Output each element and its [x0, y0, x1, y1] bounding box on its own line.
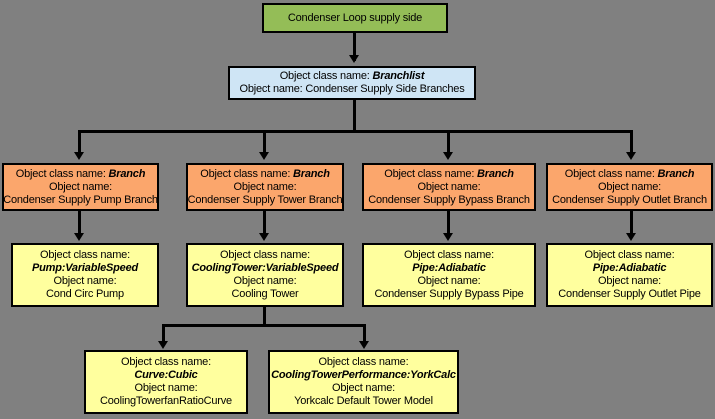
component-1-class-label: Object class name: — [40, 249, 130, 261]
subcomponent-1-name-label: Object name: — [134, 382, 198, 394]
edge-bus-drop-branch-1 — [78, 130, 81, 156]
node-branchlist[interactable]: Object class name: Branchlist Object nam… — [228, 66, 476, 100]
branch-2-class-name: Branch — [293, 167, 330, 180]
component-1-name-label: Object name: — [53, 275, 117, 287]
branch-1-object-name: Condenser Supply Pump Branch — [3, 193, 158, 206]
component-4-object-name: Condenser Supply Outlet Pipe — [558, 288, 701, 300]
node-component-pump[interactable]: Object class name: Pump:VariableSpeed Ob… — [11, 243, 159, 307]
subcomponent-2-class-label: Object class name: — [318, 356, 409, 368]
edge-branch-4-to-component-4 — [630, 211, 633, 235]
branch-3-name-label: Object name: — [417, 180, 481, 193]
branch-4-object-name: Condenser Supply Outlet Branch — [552, 193, 707, 206]
edge-subcomponent-bus — [162, 324, 366, 327]
branchlist-name-label: Object name: — [239, 83, 303, 95]
subcomponent-1-object-name: CoolingTowerfanRatioCurve — [100, 395, 232, 407]
branch-2-object-name: Condenser Supply Tower Branch — [187, 193, 343, 206]
branch-4-class-label: Object class name: — [564, 167, 655, 180]
branch-1-name-label: Object name: — [48, 180, 113, 193]
node-subcomponent-yorkcalc[interactable]: Object class name: CoolingTowerPerforman… — [268, 350, 459, 414]
node-component-outlet-pipe[interactable]: Object class name: Pipe:Adiabatic Object… — [546, 243, 713, 307]
arrowhead-branchlist — [349, 55, 359, 63]
edge-branch-bus — [78, 130, 633, 133]
edge-root-to-branchlist — [353, 33, 356, 61]
edge-bus-drop-subcomponent-1 — [162, 324, 165, 342]
subcomponent-2-name-label: Object name: — [331, 382, 396, 394]
subcomponent-1-class-label: Object class name: — [121, 356, 211, 368]
branchlist-name-line: Object name: Condenser Supply Side Branc… — [240, 83, 465, 96]
arrowhead-branch-1 — [74, 152, 84, 160]
component-2-class-name: CoolingTower:VariableSpeed — [191, 262, 339, 274]
component-2-class-label: Object class name: — [220, 249, 310, 261]
branchlist-class-line: Object class name: Branchlist — [280, 70, 425, 83]
branchlist-class-label: Object class name: — [279, 70, 370, 82]
subcomponent-1-class-name: Curve:Cubic — [134, 369, 198, 381]
node-subcomponent-fan-ratio-curve[interactable]: Object class name: Curve:Cubic Object na… — [84, 350, 248, 414]
node-condenser-loop-supply-side[interactable]: Condenser Loop supply side — [262, 3, 448, 33]
branch-3-class-line: Object class name: Branch — [384, 168, 514, 181]
edge-bus-drop-branch-2 — [263, 130, 266, 156]
branchlist-class-name: Branchlist — [372, 70, 425, 82]
branchlist-object-name: Condenser Supply Side Branches — [305, 83, 465, 95]
edge-cooling-tower-stem — [263, 307, 266, 324]
arrowhead-component-2 — [259, 233, 269, 241]
edge-branch-3-to-component-3 — [447, 211, 450, 235]
node-branch-2[interactable]: Object class name: Branch Object name: C… — [186, 163, 344, 211]
component-3-name-label: Object name: — [417, 275, 481, 287]
component-3-object-name: Condenser Supply Bypass Pipe — [374, 288, 524, 300]
edge-branchlist-stem — [353, 100, 356, 130]
subcomponent-2-object-name: Yorkcalc Default Tower Model — [294, 395, 433, 407]
node-component-bypass-pipe[interactable]: Object class name: Pipe:Adiabatic Object… — [362, 243, 536, 307]
arrowhead-subcomponent-2 — [359, 341, 369, 349]
edge-bus-drop-subcomponent-2 — [363, 324, 366, 342]
branch-1-class-label: Object class name: — [15, 167, 106, 180]
component-2-object-name: Cooling Tower — [231, 288, 299, 300]
node-branch-4[interactable]: Object class name: Branch Object name: C… — [546, 163, 713, 211]
component-3-class-label: Object class name: — [404, 249, 494, 261]
branch-4-class-line: Object class name: Branch — [565, 168, 695, 181]
node-branch-1[interactable]: Object class name: Branch Object name: C… — [2, 163, 159, 211]
arrowhead-component-4 — [626, 233, 636, 241]
node-branch-3[interactable]: Object class name: Branch Object name: C… — [362, 163, 536, 211]
arrowhead-subcomponent-1 — [158, 341, 168, 349]
component-2-name-label: Object name: — [233, 275, 297, 287]
branch-3-object-name: Condenser Supply Bypass Branch — [368, 193, 530, 206]
component-1-class-name: Pump:VariableSpeed — [31, 262, 139, 274]
arrowhead-branch-2 — [259, 152, 269, 160]
edge-branch-1-to-component-1 — [78, 211, 81, 235]
arrowhead-component-1 — [74, 233, 84, 241]
branch-2-name-label: Object name: — [233, 180, 297, 193]
branch-1-class-line: Object class name: Branch — [16, 168, 146, 181]
arrowhead-branch-4 — [626, 152, 636, 160]
arrowhead-component-3 — [443, 233, 453, 241]
component-4-class-label: Object class name: — [584, 249, 675, 261]
edge-bus-drop-branch-4 — [630, 130, 633, 156]
arrowhead-branch-3 — [443, 152, 453, 160]
root-title: Condenser Loop supply side — [287, 11, 423, 24]
branch-3-class-label: Object class name: — [384, 167, 475, 180]
branch-4-name-label: Object name: — [597, 180, 662, 193]
branch-2-class-line: Object class name: Branch — [200, 168, 330, 181]
subcomponent-2-class-name: CoolingTowerPerformance:YorkCalc — [271, 369, 456, 381]
component-4-class-name: Pipe:Adiabatic — [592, 262, 667, 274]
edge-branch-2-to-component-2 — [263, 211, 266, 235]
node-component-cooling-tower[interactable]: Object class name: CoolingTower:Variable… — [186, 243, 344, 307]
branch-1-class-name: Branch — [108, 167, 146, 180]
branch-4-class-name: Branch — [657, 167, 695, 180]
component-3-class-name: Pipe:Adiabatic — [412, 262, 486, 274]
component-4-name-label: Object name: — [597, 275, 662, 287]
branch-3-class-name: Branch — [477, 167, 514, 180]
component-1-object-name: Cond Circ Pump — [46, 288, 124, 300]
branch-2-class-label: Object class name: — [200, 167, 291, 180]
edge-bus-drop-branch-3 — [447, 130, 450, 156]
